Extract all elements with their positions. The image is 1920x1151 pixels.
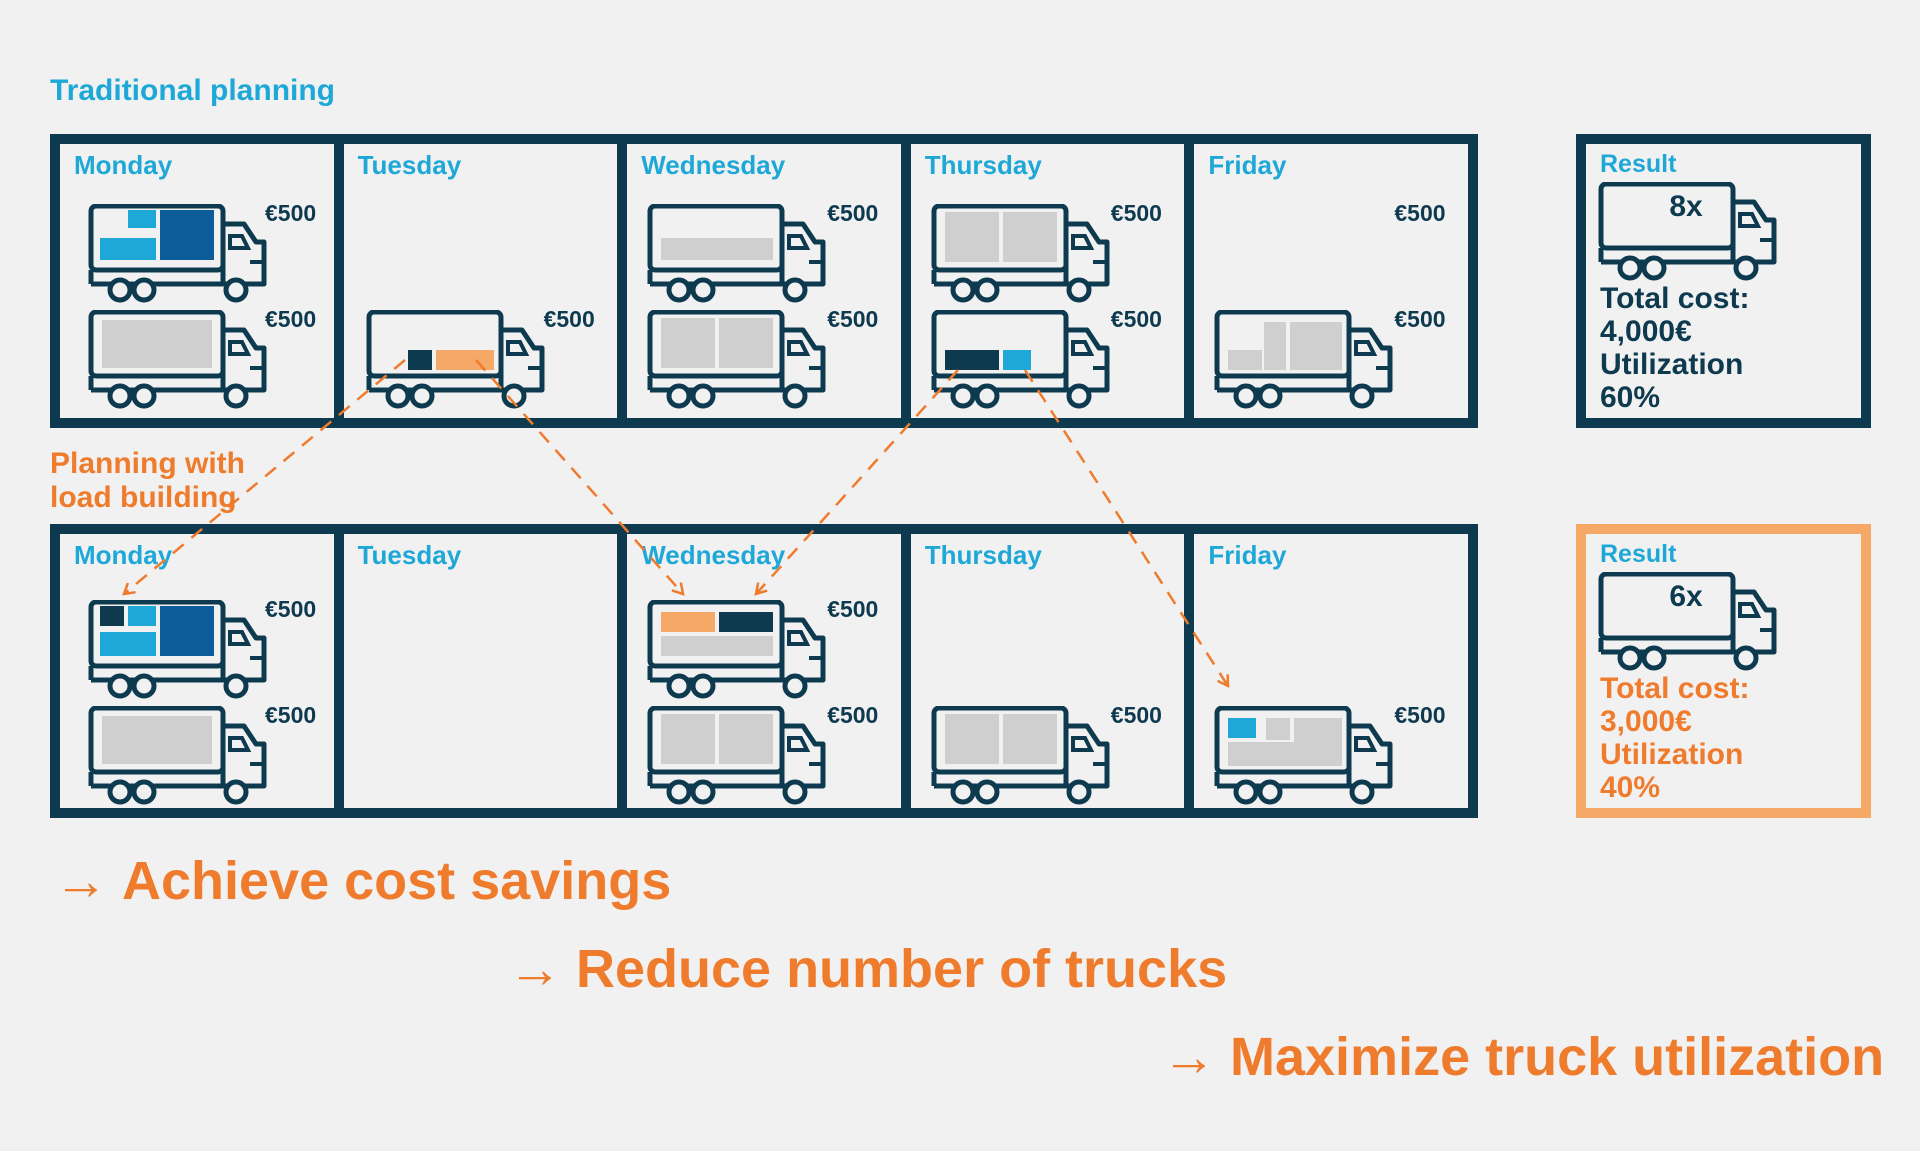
arrow-right-icon: → — [54, 851, 108, 911]
day-cell-tuesday: Tuesday — [344, 534, 628, 808]
truck-icon — [1214, 706, 1393, 805]
day-label: Tuesday — [357, 150, 462, 180]
truck-price: €500 — [265, 200, 317, 226]
day-cell-wednesday: Wednesday €500 €500 — [627, 144, 911, 418]
truck-icon — [647, 310, 826, 409]
truck-count: 6x — [1669, 580, 1703, 613]
result-stats: Total cost: 3,000€ Utilization 40% — [1600, 672, 1749, 804]
arrow-tuesday-to-monday — [124, 359, 406, 594]
truck-icon — [88, 310, 267, 409]
total-cost-value: 4,000€ — [1600, 315, 1692, 348]
truck-icon — [931, 310, 1110, 409]
day-label: Monday — [74, 150, 173, 180]
truck-price: €500 — [543, 306, 595, 332]
day-cell-wednesday: Wednesday €500 €500 — [627, 534, 911, 808]
arrow-right-icon: → — [508, 939, 562, 999]
total-cost-label: Total cost: — [1600, 282, 1750, 315]
truck-price: €500 — [1110, 306, 1162, 332]
utilization-label: Utilization — [1600, 348, 1744, 381]
truck-icon — [88, 600, 267, 699]
day-label: Tuesday — [357, 540, 462, 570]
day-cell-monday: Monday €500 €500 — [60, 534, 344, 808]
traditional-planning-title: Traditional planning — [50, 74, 335, 107]
day-label: Wednesday — [641, 150, 786, 180]
traditional-week-grid: Monday €500 €500 Tuesday €500 Wednesday … — [50, 134, 1478, 428]
truck-price: €500 — [1110, 702, 1162, 728]
truck-icon — [647, 204, 826, 303]
load-building-planning-title: Planning with load building — [50, 447, 245, 514]
truck-price: €500 — [265, 306, 317, 332]
day-label: Wednesday — [641, 540, 786, 570]
day-label: Monday — [74, 540, 173, 570]
day-cell-friday: Friday €500 €500 — [1194, 144, 1468, 418]
day-cell-thursday: Thursday €500 — [911, 534, 1195, 808]
day-cell-tuesday: Tuesday €500 — [344, 144, 628, 418]
truck-price: €500 — [1394, 200, 1446, 226]
day-label: Thursday — [924, 540, 1042, 570]
arrow-tuesday-to-wednesday — [475, 359, 683, 594]
goal-maximize-utilization: →Maximize truck utilization — [1162, 1026, 1884, 1088]
total-cost-value: 3,000€ — [1600, 705, 1692, 738]
result-label: Result — [1600, 540, 1677, 568]
truck-price: €500 — [1394, 702, 1446, 728]
traditional-result-box: Result 8x Total cost: 4,000€ Utilization… — [1576, 134, 1871, 428]
truck-icon — [88, 204, 267, 303]
truck-icon — [647, 600, 826, 699]
result-stats: Total cost: 4,000€ Utilization 60% — [1600, 282, 1749, 414]
load-building-result-box: Result 6x Total cost: 3,000€ Utilization… — [1576, 524, 1871, 818]
goal-cost-savings: →Achieve cost savings — [54, 850, 671, 912]
arrow-thursday-to-wednesday — [756, 369, 959, 594]
day-label: Friday — [1208, 150, 1287, 180]
truck-price: €500 — [265, 702, 317, 728]
truck-price: €500 — [1110, 200, 1162, 226]
load-building-week-grid: Monday €500 €500 Tuesday Wednesday €500 … — [50, 524, 1478, 818]
day-cell-monday: Monday €500 €500 — [60, 144, 344, 418]
arrow-right-icon: → — [1162, 1027, 1216, 1087]
truck-icon — [931, 706, 1110, 805]
utilization-label: Utilization — [1600, 738, 1744, 771]
truck-price: €500 — [1394, 306, 1446, 332]
day-label: Friday — [1208, 540, 1287, 570]
truck-price: €500 — [827, 596, 879, 622]
goal-text: Achieve cost savings — [122, 851, 672, 911]
truck-icon — [1214, 310, 1393, 409]
day-cell-friday: Friday €500 — [1194, 534, 1468, 808]
truck-icon — [1598, 572, 1777, 671]
truck-price: €500 — [827, 200, 879, 226]
truck-icon — [88, 706, 267, 805]
truck-price: €500 — [827, 702, 879, 728]
day-cell-thursday: Thursday €500 €500 — [911, 144, 1195, 418]
truck-count: 8x — [1669, 190, 1703, 223]
truck-icon — [1598, 182, 1777, 281]
utilization-value: 40% — [1600, 771, 1661, 804]
goal-text: Maximize truck utilization — [1230, 1027, 1885, 1087]
truck-price: €500 — [827, 306, 879, 332]
truck-icon — [647, 706, 826, 805]
total-cost-label: Total cost: — [1600, 672, 1750, 705]
goal-reduce-trucks: →Reduce number of trucks — [508, 938, 1227, 1000]
result-label: Result — [1600, 150, 1677, 178]
truck-icon — [931, 204, 1110, 303]
arrow-thursday-to-friday — [1023, 369, 1228, 686]
utilization-value: 60% — [1600, 381, 1661, 414]
day-label: Thursday — [924, 150, 1042, 180]
goal-text: Reduce number of trucks — [576, 939, 1228, 999]
truck-price: €500 — [265, 596, 317, 622]
